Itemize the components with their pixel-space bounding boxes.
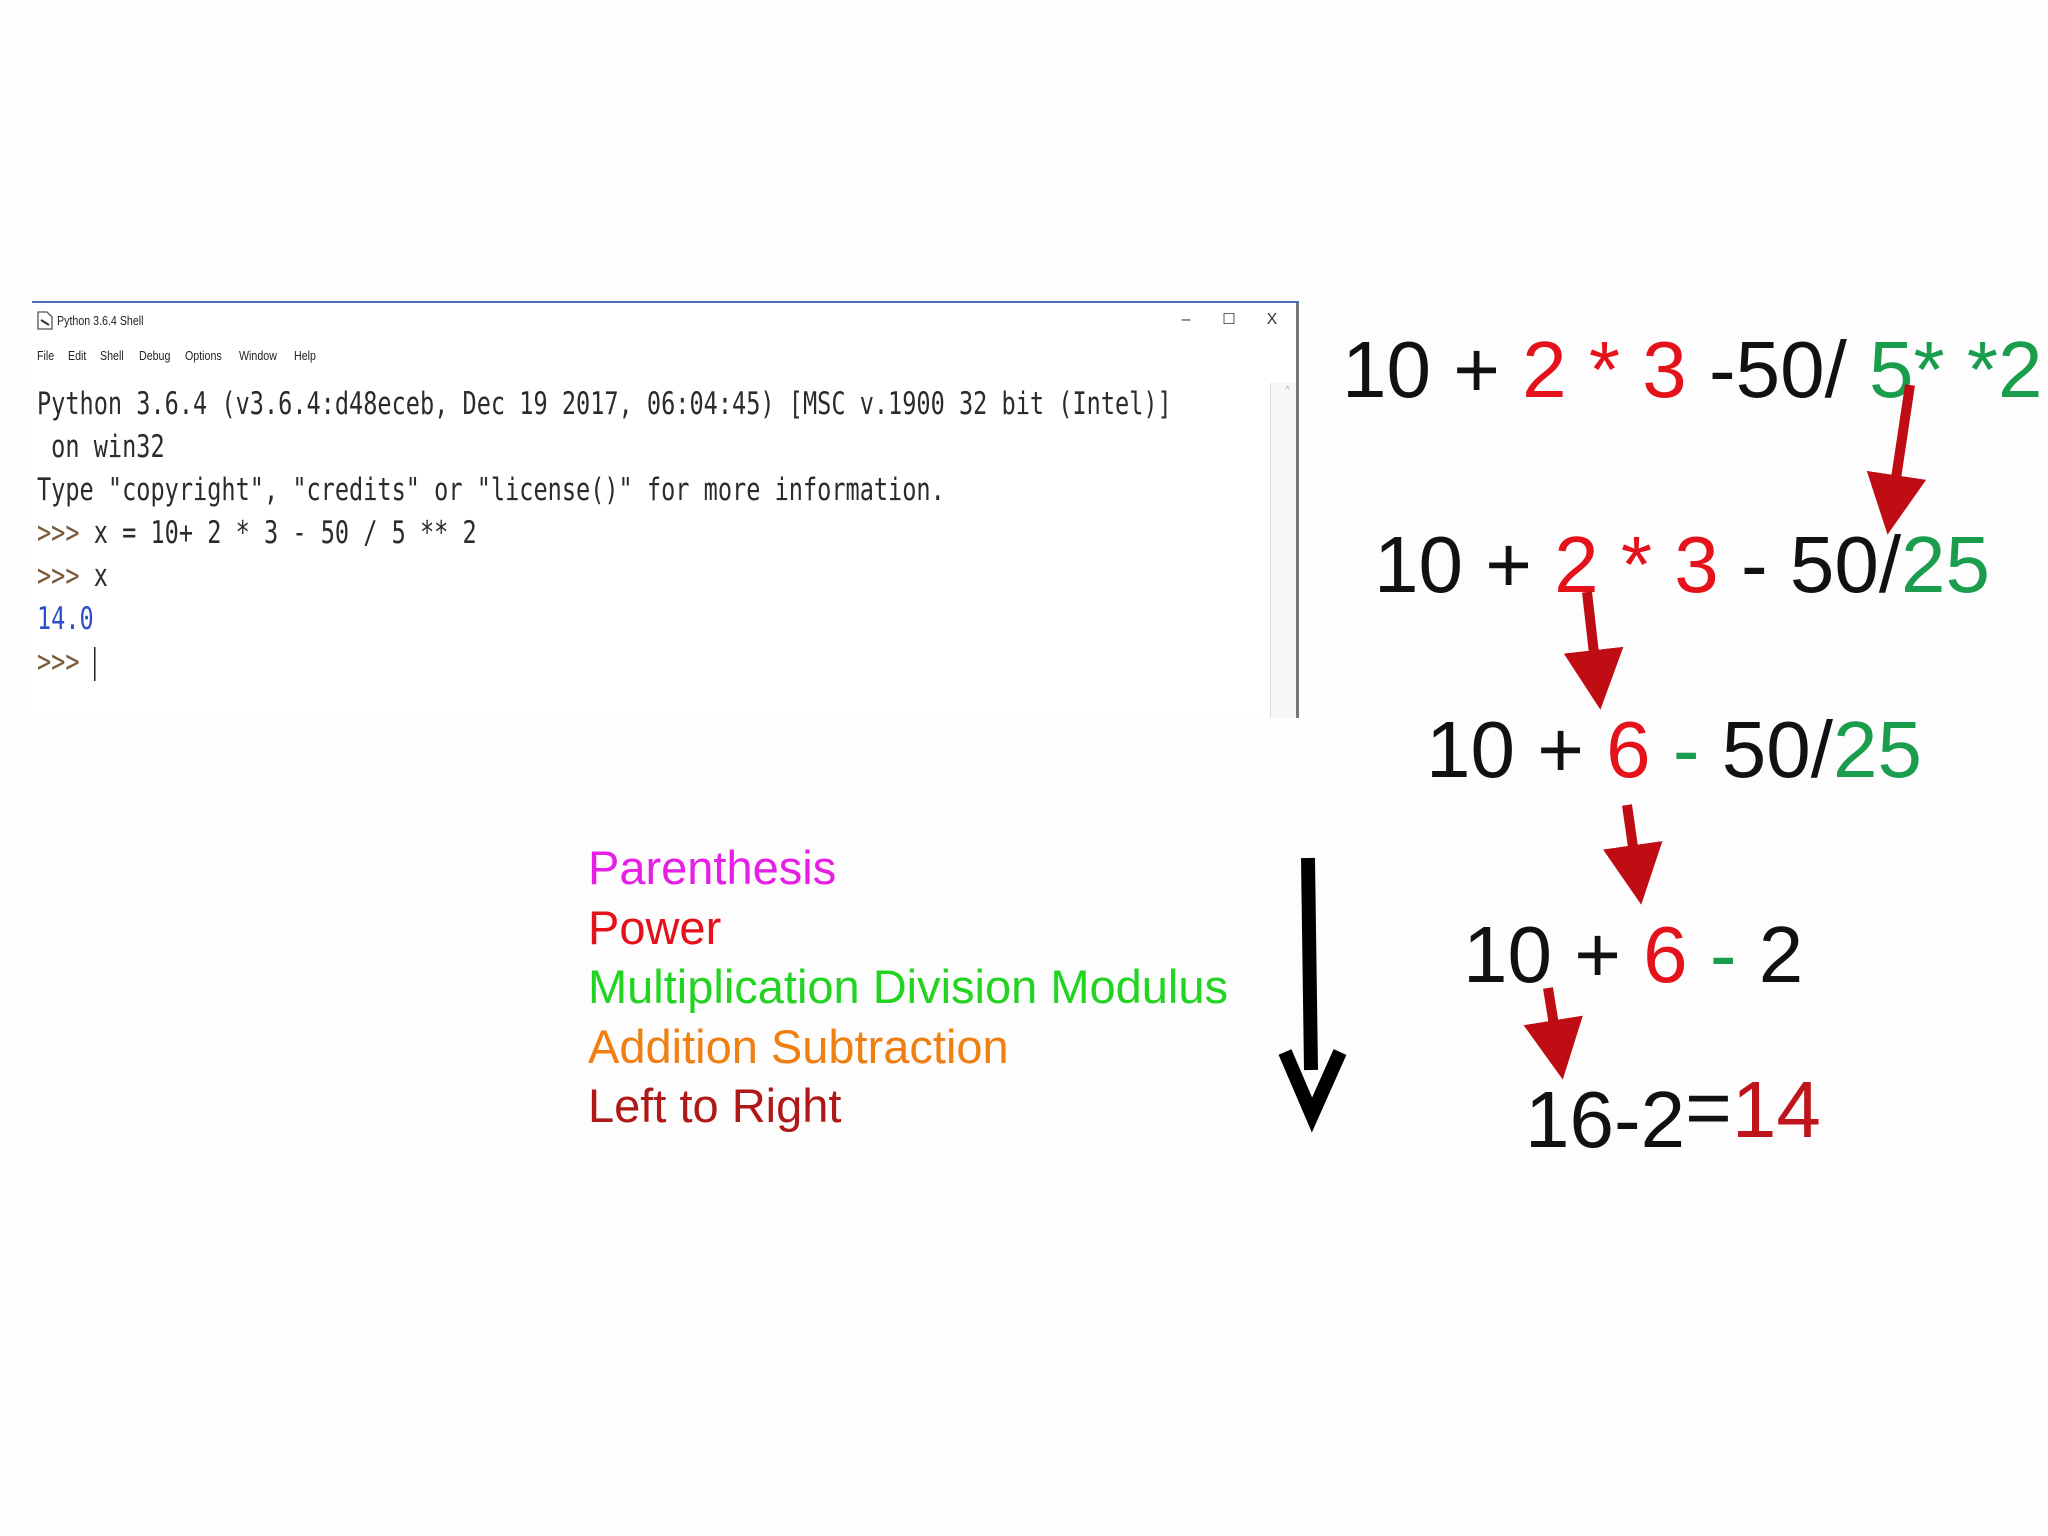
step-1-part: 2 * 3: [1522, 325, 1687, 414]
legend-left-to-right: Left to Right: [588, 1079, 842, 1132]
shell-banner-line: Type "copyright", "credits" or "license(…: [37, 472, 945, 508]
step-2-part: 10 +: [1374, 520, 1555, 609]
step-4-part: 10 +: [1463, 910, 1644, 999]
legend-parenthesis: Parenthesis: [588, 841, 837, 894]
step-2-part: - 50/: [1718, 520, 1902, 609]
step-1-part: 5* *2: [1869, 325, 2043, 414]
close-button[interactable]: X: [1266, 311, 1278, 328]
step-5-part: 16-2: [1525, 1075, 1686, 1164]
step-3-part: -: [1650, 705, 1722, 794]
shell-command: x = 10+ 2 * 3 - 50 / 5 ** 2: [93, 515, 477, 551]
red-arrow-icon: [1603, 804, 1663, 905]
step-5-result: 14: [1731, 1065, 1821, 1154]
legend-power: Power: [588, 900, 722, 954]
shell-banner-line: Python 3.6.4 (v3.6.4:d48eceb, Dec 19 201…: [37, 386, 1172, 422]
minimize-button[interactable]: –: [1181, 311, 1191, 328]
shell-prompt: >>>: [37, 644, 80, 680]
step-3-part: 10 +: [1426, 705, 1607, 794]
step-2-part: 2 * 3: [1554, 520, 1719, 609]
step-1-part: 10 +: [1342, 325, 1523, 414]
shell-input-line: >>> x: [37, 555, 973, 598]
step-3-part: 50/: [1721, 705, 1833, 794]
shell-output: 14.0: [37, 601, 94, 637]
red-arrow-icon: [1866, 384, 1927, 535]
step-4-part: -: [1687, 910, 1759, 999]
shell-text-area[interactable]: Python 3.6.4 (v3.6.4:d48eceb, Dec 19 201…: [37, 383, 1269, 684]
step-3-part: 6: [1606, 705, 1651, 794]
menu-file[interactable]: File: [37, 348, 55, 363]
text-cursor: [93, 646, 96, 681]
shell-banner-line: on win32: [37, 429, 165, 465]
step-4-part: 6: [1643, 910, 1688, 999]
shell-command: x: [93, 558, 108, 594]
red-arrow-icon: [1523, 987, 1583, 1080]
step-1-expression: 10 + 2 * 3 -50/ 5* *2: [1342, 330, 2043, 410]
menu-edit[interactable]: Edit: [68, 348, 87, 363]
window-border: [1296, 303, 1299, 718]
menu-shell[interactable]: Shell: [100, 348, 124, 363]
down-arrow-icon: [1278, 857, 1347, 1133]
menu-help[interactable]: Help: [294, 348, 316, 363]
window-title: Python 3.6.4 Shell: [57, 313, 144, 328]
step-5-part: =: [1685, 1063, 1732, 1152]
step-3-expression: 10 + 6 - 50/25: [1426, 710, 1922, 790]
title-bar: Python 3.6.4 Shell – ☐ X: [32, 303, 1299, 339]
maximize-button[interactable]: ☐: [1222, 311, 1236, 328]
shell-input-line: >>> x = 10+ 2 * 3 - 50 / 5 ** 2: [37, 512, 973, 555]
shell-prompt: >>>: [37, 558, 80, 594]
menu-window[interactable]: Window: [239, 348, 277, 363]
step-4-part: 2: [1758, 910, 1804, 999]
step-5-expression: 16-2=14: [1525, 1068, 1821, 1160]
python-file-icon: [37, 311, 53, 330]
menu-debug[interactable]: Debug: [139, 348, 171, 363]
legend-multiplication-division-modulus: Multiplication Division Modulus: [588, 960, 1228, 1013]
menu-options[interactable]: Options: [185, 348, 222, 363]
vertical-scrollbar[interactable]: [1270, 383, 1299, 718]
step-4-expression: 10 + 6 - 2: [1463, 915, 1803, 995]
step-2-part: 25: [1901, 520, 1991, 609]
red-arrow-icon: [1563, 591, 1624, 710]
shell-prompt: >>>: [37, 515, 80, 551]
shell-current-line: >>>: [37, 641, 973, 684]
step-3-part: 25: [1832, 705, 1922, 794]
precedence-legend: Parenthesis Power Multiplication Divisio…: [588, 838, 1228, 1136]
step-2-expression: 10 + 2 * 3 - 50/25: [1374, 525, 1990, 605]
scroll-up-icon[interactable]: ^: [1285, 385, 1290, 396]
step-1-part: -50/: [1686, 325, 1870, 414]
python-shell-window: Python 3.6.4 Shell – ☐ X File Edit Shell…: [32, 301, 1299, 718]
legend-addition-subtraction: Addition Subtraction: [588, 1019, 1009, 1073]
